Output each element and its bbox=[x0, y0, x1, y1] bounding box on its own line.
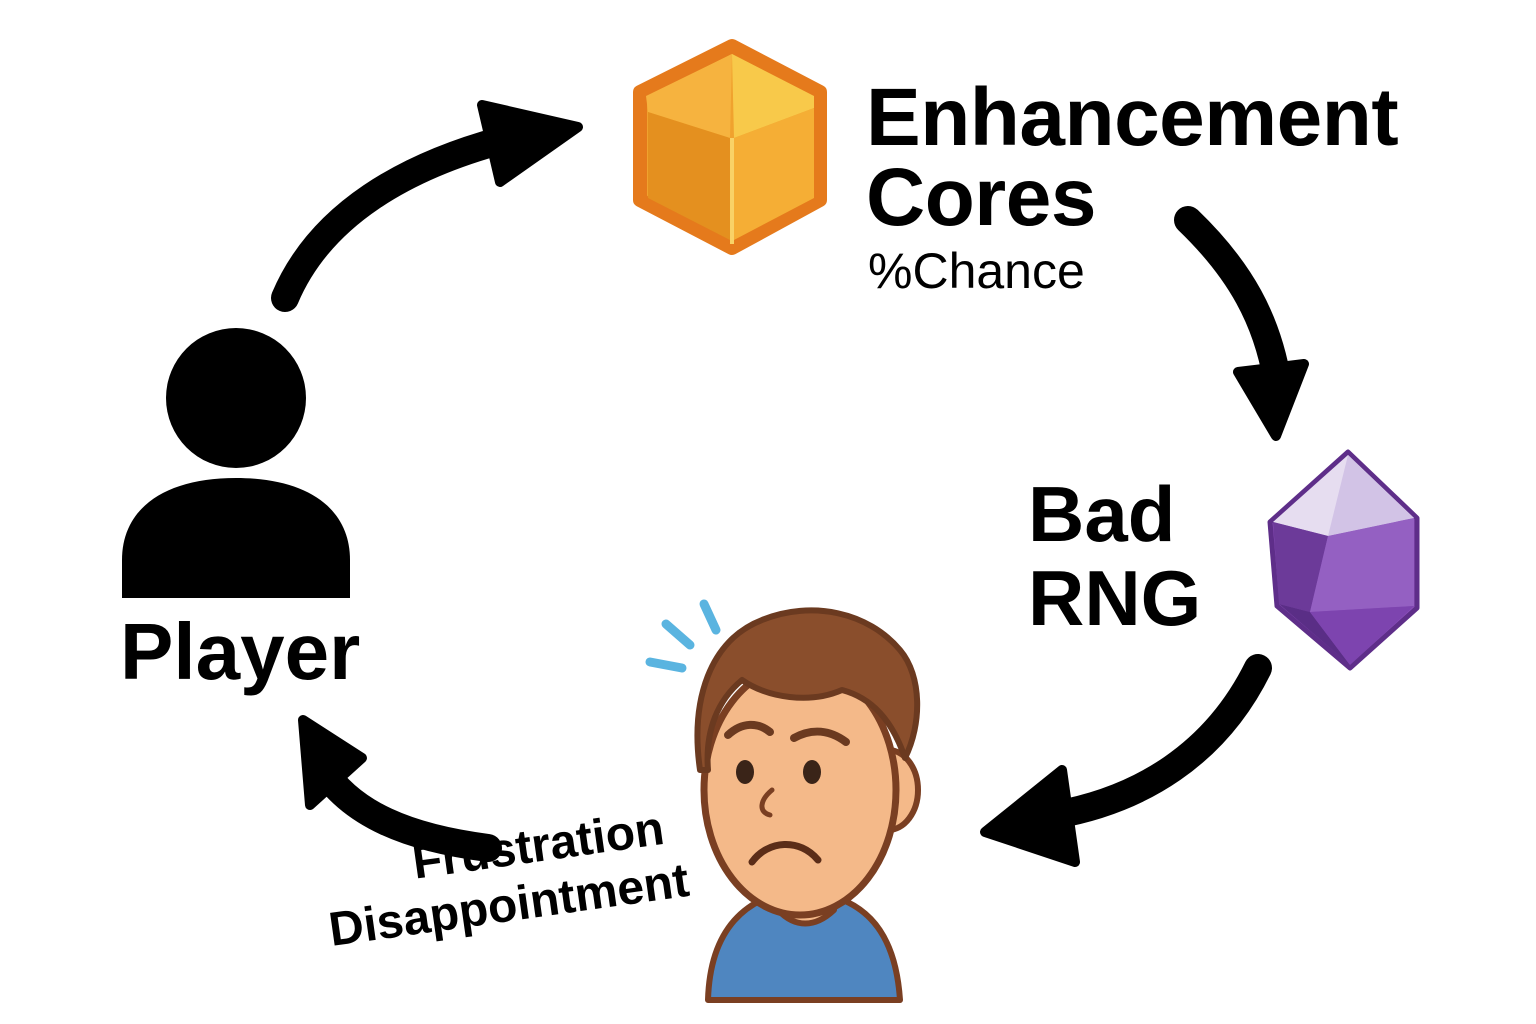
user-silhouette-icon bbox=[122, 328, 350, 598]
arrow-outcome-to-player bbox=[298, 715, 502, 862]
orange-cube-icon bbox=[633, 39, 827, 255]
enhancement-cores-label: Enhancement Cores bbox=[866, 72, 1399, 244]
enhancement-cores-line2: Cores bbox=[866, 152, 1096, 244]
bad-rng-line2: RNG bbox=[1028, 554, 1202, 643]
arrow-badrng-to-outcome bbox=[980, 654, 1272, 867]
chance-label: %Chance bbox=[868, 243, 1085, 299]
purple-crystal-icon bbox=[1267, 449, 1420, 671]
enhancement-cores-line1: Enhancement bbox=[866, 72, 1399, 163]
arrow-player-to-cores bbox=[271, 100, 583, 312]
player-label: Player bbox=[120, 607, 361, 696]
sad-man-face-icon bbox=[645, 599, 921, 1003]
bad-rng-line1: Bad bbox=[1028, 470, 1176, 558]
bad-rng-label: Bad RNG bbox=[1028, 470, 1202, 643]
arrow-cores-to-badrng bbox=[1174, 206, 1309, 441]
